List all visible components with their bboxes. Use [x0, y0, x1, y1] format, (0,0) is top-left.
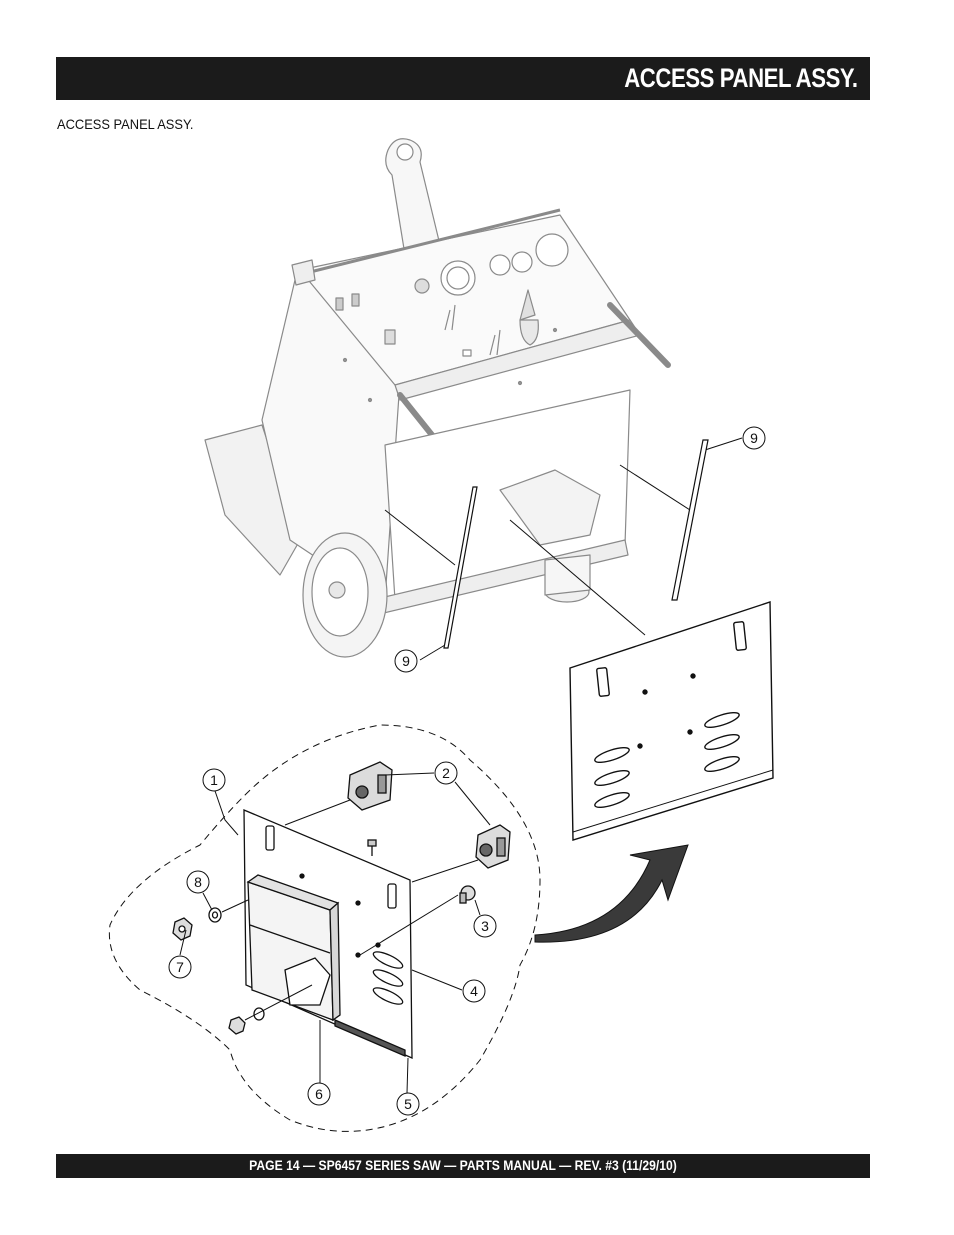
latch-lower — [475, 824, 511, 869]
rubber-strip-parts — [443, 439, 709, 649]
callout-1: 1 — [202, 768, 226, 792]
saw-machine-illustration — [204, 138, 671, 658]
svg-text:4: 4 — [470, 983, 478, 999]
callout-7: 7 — [168, 955, 192, 979]
callout-4: 4 — [462, 979, 486, 1003]
svg-text:8: 8 — [194, 874, 202, 890]
svg-text:5: 5 — [404, 1096, 412, 1112]
section-label: ACCESS PANEL ASSY. — [57, 116, 194, 132]
detail-dashed-boundary — [108, 724, 541, 1132]
svg-text:9: 9 — [750, 430, 758, 446]
callout-9-right: 9 — [742, 426, 766, 450]
panel-assembly-detail — [172, 761, 511, 1060]
svg-text:7: 7 — [176, 959, 184, 975]
svg-text:3: 3 — [481, 918, 489, 934]
callout-8: 8 — [186, 870, 210, 894]
latch-upper — [347, 761, 393, 811]
screw-3 — [459, 885, 476, 904]
svg-text:6: 6 — [315, 1086, 323, 1102]
callout-3: 3 — [473, 914, 497, 938]
detail-leader-lines — [179, 772, 491, 1094]
callout-2: 2 — [434, 761, 458, 785]
callout-5: 5 — [396, 1092, 420, 1116]
footer-bar: PAGE 14 — SP6457 SERIES SAW — PARTS MANU… — [56, 1154, 870, 1178]
callout-9-left: 9 — [394, 649, 418, 673]
svg-text:2: 2 — [442, 765, 450, 781]
svg-text:1: 1 — [210, 772, 218, 788]
callout-6: 6 — [307, 1082, 331, 1106]
page-title: ACCESS PANEL ASSY. — [624, 63, 859, 93]
footer-text: PAGE 14 — SP6457 SERIES SAW — PARTS MANU… — [249, 1158, 677, 1173]
svg-text:9: 9 — [402, 653, 410, 669]
leader-lines — [384, 437, 743, 661]
curved-arrow-icon — [534, 844, 689, 943]
removed-access-panel — [569, 601, 774, 841]
header-bar: ACCESS PANEL ASSY. — [56, 57, 870, 100]
